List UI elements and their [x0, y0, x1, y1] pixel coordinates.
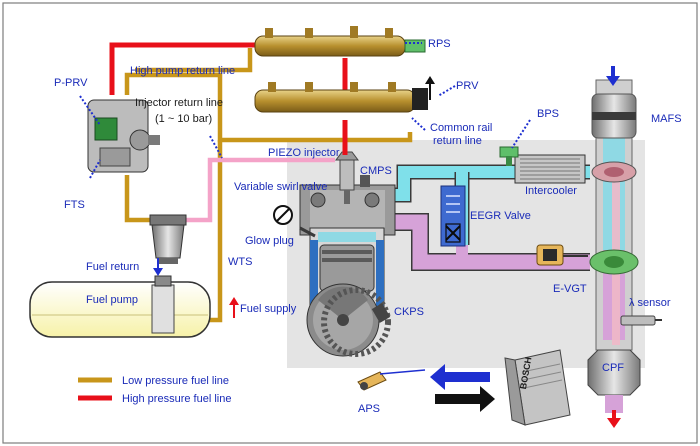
turbine-wheel — [589, 249, 639, 275]
common-rail-return-line-label-2: return line — [433, 135, 482, 147]
ckps-label: CKPS — [394, 306, 424, 318]
glow-plug-label: Glow plug — [245, 235, 294, 247]
e-vgt-actuator — [536, 244, 588, 266]
cmps-label: CMPS — [360, 165, 392, 177]
lambda-sensor — [620, 315, 662, 326]
lower-common-rail — [254, 82, 428, 113]
eegr-valve-label: EEGR Valve — [470, 210, 531, 222]
prv-label: PRV — [456, 80, 479, 92]
piezo-injector — [335, 151, 359, 204]
aps-pedal — [357, 369, 426, 391]
lambda-sensor-label: λ sensor — [629, 297, 671, 309]
wts-label: WTS — [228, 256, 253, 268]
upper-common-rail — [254, 26, 426, 57]
fuel-tank — [29, 275, 211, 338]
intercooler-label: Intercooler — [525, 185, 577, 197]
ecu-input-arrow — [430, 364, 490, 390]
p-prv-label: P-PRV — [54, 77, 88, 89]
injector-return-line — [185, 157, 335, 223]
intercooler — [514, 154, 586, 184]
ckps-sensor — [371, 303, 391, 323]
eegr-valve — [440, 185, 466, 247]
fuel-supply-arrowhead — [229, 297, 239, 305]
mafs-sensor — [591, 93, 637, 139]
fuel-pump-label: Fuel pump — [86, 294, 138, 306]
high-pressure-lines — [109, 42, 348, 155]
exhaust-out-arrowhead — [607, 418, 621, 428]
injector-return-pressure-label: (1 ~ 10 bar) — [155, 113, 213, 125]
cmps-sensor — [360, 175, 370, 187]
aps-label: APS — [358, 403, 381, 415]
fuel-return-label: Fuel return — [86, 261, 140, 273]
cpf-label: CPF — [602, 362, 624, 374]
high-pump-return-line-label: High pump return line — [130, 65, 236, 77]
tailpipe — [605, 395, 623, 413]
ckps-wheel — [321, 287, 391, 357]
variable-swirl-valve-label: Variable swirl valve — [234, 181, 328, 193]
piezo-injector-label: PIEZO injector — [268, 147, 340, 159]
bps-label: BPS — [537, 108, 560, 120]
fuel-filter — [149, 214, 187, 264]
air-in-arrowhead — [606, 76, 620, 86]
leader-lines — [79, 85, 531, 179]
glow-plug — [299, 226, 316, 238]
legend-high-pressure-label: High pressure fuel line — [122, 393, 232, 405]
cpf-filter — [587, 349, 641, 396]
bps-sensor — [499, 146, 519, 166]
fts-label: FTS — [64, 199, 85, 211]
rps-label: RPS — [428, 38, 451, 50]
high-pressure-pump — [87, 99, 160, 173]
compressor-wheel — [591, 161, 637, 183]
legend-low-pressure-label: Low pressure fuel line — [122, 375, 230, 387]
fuel-supply-label: Fuel supply — [240, 303, 297, 315]
prv-arrowhead — [425, 76, 435, 84]
ecu-output-arrow — [435, 386, 495, 412]
swirl-valve — [273, 205, 293, 225]
e-vgt-label: E-VGT — [553, 283, 587, 295]
common-rail-return-line-label-1: Common rail — [430, 122, 493, 134]
ecu-unit — [504, 349, 571, 426]
fuel-return-arrowhead — [153, 268, 163, 276]
mafs-label: MAFS — [651, 113, 682, 125]
injector-return-line-label: Injector return line — [135, 97, 224, 109]
cylinder-head — [299, 184, 396, 236]
